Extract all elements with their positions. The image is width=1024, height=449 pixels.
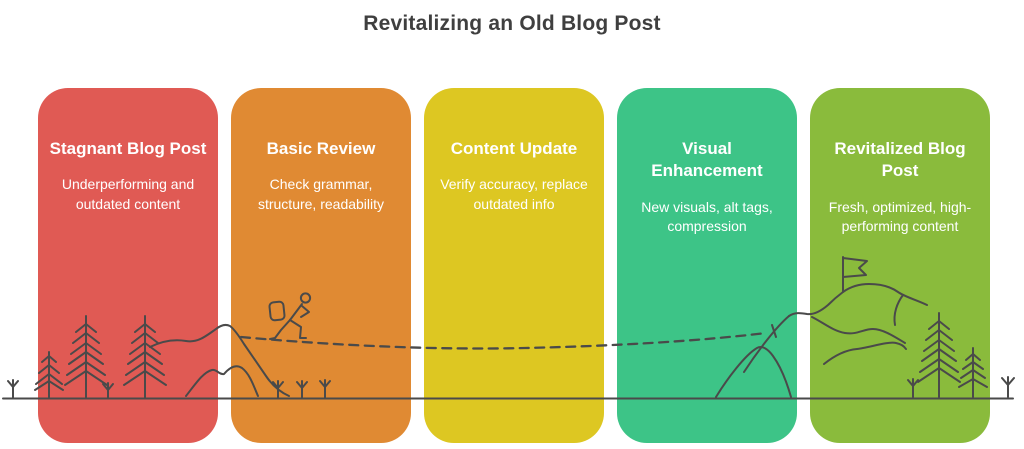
step-description: Verify accuracy, replace outdated info xyxy=(440,176,588,213)
step-title: Content Update xyxy=(450,139,578,158)
step-title: Stagnant Blog Post xyxy=(49,139,207,158)
step-card-revitalized-blog-post: Revitalized Blog Post Fresh, optimized, … xyxy=(810,88,990,443)
step-description: New visuals, alt tags, compression xyxy=(641,198,773,235)
step-title: Visual Enhancement xyxy=(651,139,763,181)
step-description: Check grammar, structure, readability xyxy=(257,176,385,213)
step-title: Basic Review xyxy=(266,139,376,158)
page-title: Revitalizing an Old Blog Post xyxy=(363,12,661,35)
steps-row: Stagnant Blog Post Underperforming and o… xyxy=(38,88,990,443)
step-description: Underperforming and outdated content xyxy=(61,176,195,213)
step-title: Revitalized Blog Post xyxy=(834,139,966,181)
step-card-content-update: Content Update Verify accuracy, replace … xyxy=(424,88,604,443)
step-card-stagnant-blog-post: Stagnant Blog Post Underperforming and o… xyxy=(38,88,218,443)
step-card-visual-enhancement: Visual Enhancement New visuals, alt tags… xyxy=(617,88,797,443)
step-description: Fresh, optimized, high-performing conten… xyxy=(828,198,972,235)
step-card-basic-review: Basic Review Check grammar, structure, r… xyxy=(231,88,411,443)
